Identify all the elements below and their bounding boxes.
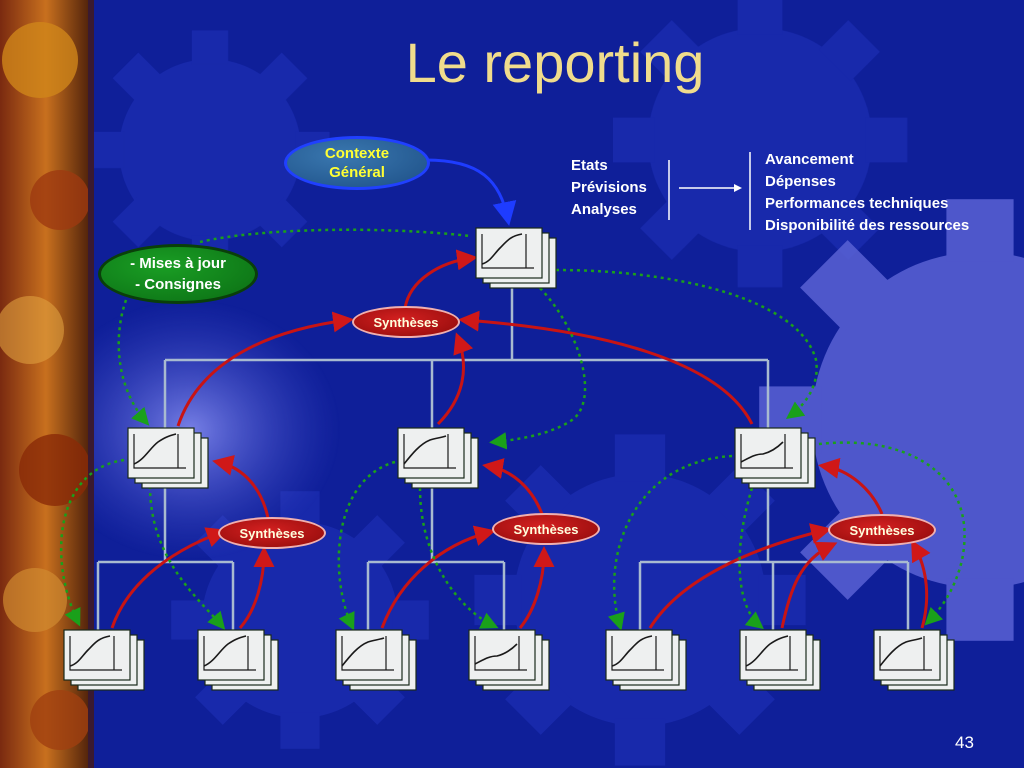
mises-a-jour-node: - Mises à jour - Consignes: [98, 244, 258, 304]
report-stack-icon: [127, 427, 209, 489]
report-topics-list: Avancement Dépenses Performances techniq…: [765, 149, 969, 237]
report-stack-icon: [197, 629, 279, 691]
red-arrows: [110, 249, 931, 629]
slide-title: Le reporting: [405, 31, 705, 94]
synthese-node-right: Synthèses: [828, 514, 936, 546]
contexte-general-node: Contexte Général: [284, 136, 430, 190]
list-item: Etats: [571, 157, 608, 174]
report-stack-icon: [335, 629, 417, 691]
report-stack-icon: [739, 629, 821, 691]
report-stack-icon: [63, 629, 145, 691]
synthese-node-top: Synthèses: [352, 306, 460, 338]
list-arrow: [668, 152, 751, 230]
report-stack-icon: [734, 427, 816, 489]
green-arrows: [59, 228, 966, 631]
list-item: Avancement: [765, 151, 854, 168]
mises-line-2: - Consignes: [135, 276, 221, 293]
mises-line-1: - Mises à jour: [130, 255, 226, 272]
list-item: Analyses: [571, 201, 637, 218]
contexte-line-1: Contexte: [324, 145, 390, 162]
report-stack-icon: [605, 629, 687, 691]
list-item: Performances techniques: [765, 195, 949, 212]
list-item: Dépenses: [765, 173, 836, 190]
report-stack-icon: [475, 227, 557, 289]
contexte-line-2: Général: [329, 164, 385, 181]
report-stack-icon: [468, 629, 550, 691]
list-item: Disponibilité des ressources: [765, 217, 970, 234]
context-arrow: [425, 158, 517, 226]
page-number: 43: [955, 733, 974, 752]
synthese-node-left: Synthèses: [218, 517, 326, 549]
report-types-list: Etats Prévisions Analyses: [571, 155, 647, 221]
report-stack-icon: [397, 427, 479, 489]
report-stack-icon: [873, 629, 955, 691]
list-item: Prévisions: [571, 179, 647, 196]
report-icons: [63, 227, 955, 691]
tree-connectors: [96, 284, 910, 630]
synthese-node-middle: Synthèses: [492, 513, 600, 545]
